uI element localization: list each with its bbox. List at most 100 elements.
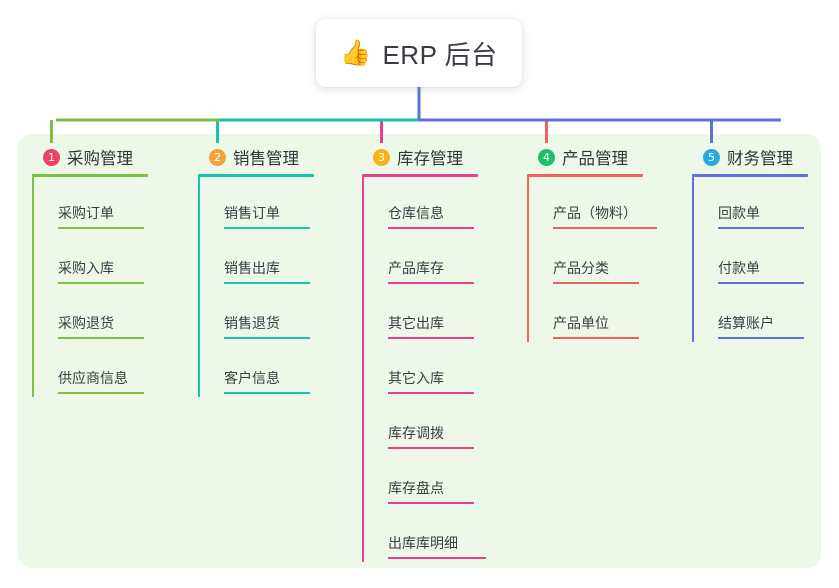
column-header-4[interactable]: 4 产品管理	[527, 145, 643, 169]
list-item-label: 产品单位	[553, 315, 609, 331]
list-item-underline	[58, 282, 144, 284]
list-item-underline	[58, 337, 144, 339]
list-item-underline	[718, 282, 804, 284]
list-item-label: 付款单	[718, 260, 760, 276]
content-panel	[18, 134, 821, 568]
list-item-underline	[224, 282, 310, 284]
column-5: 5 财务管理回款单付款单结算账户	[692, 145, 808, 342]
list-item-label: 结算账户	[718, 315, 774, 331]
list-item[interactable]: 产品单位	[527, 287, 643, 342]
list-item-label: 产品（物料）	[553, 205, 637, 221]
list-item-label: 其它入库	[388, 370, 444, 386]
column-number-badge: 4	[538, 148, 555, 166]
list-item[interactable]: 采购入库	[32, 232, 148, 287]
thumbs-up-icon: 👍	[340, 38, 372, 67]
root-node-card[interactable]: 👍 ERP 后台	[316, 19, 522, 87]
list-item-label: 库存调拨	[388, 425, 444, 441]
column-title: 销售管理	[233, 150, 299, 168]
list-item[interactable]: 仓库信息	[362, 177, 478, 232]
list-item[interactable]: 销售出库	[198, 232, 314, 287]
list-item[interactable]: 销售订单	[198, 177, 314, 232]
column-2: 2 销售管理销售订单销售出库销售退货客户信息	[198, 145, 314, 397]
list-item[interactable]: 结算账户	[692, 287, 808, 342]
list-item-underline	[224, 337, 310, 339]
list-item-label: 客户信息	[224, 370, 280, 386]
column-number-badge: 1	[43, 148, 60, 166]
column-spine	[527, 177, 529, 342]
column-items: 仓库信息产品库存其它出库其它入库库存调拨库存盘点出库库明细	[362, 177, 486, 562]
column-header-1[interactable]: 1 采购管理	[32, 145, 148, 169]
list-item[interactable]: 库存调拨	[362, 397, 478, 452]
list-item[interactable]: 客户信息	[198, 342, 314, 397]
list-item[interactable]: 出库库明细	[362, 507, 486, 562]
list-item[interactable]: 销售退货	[198, 287, 314, 342]
column-spine	[198, 177, 200, 397]
column-items: 采购订单采购入库采购退货供应商信息	[32, 177, 148, 397]
list-item-underline	[553, 337, 639, 339]
list-item-underline	[388, 282, 474, 284]
list-item-label: 出库库明细	[388, 535, 458, 551]
column-rule	[527, 174, 643, 177]
list-item-label: 采购退货	[58, 315, 114, 331]
list-item-underline	[58, 392, 144, 394]
column-spine	[32, 177, 34, 397]
list-item[interactable]: 回款单	[692, 177, 808, 232]
column-4: 4 产品管理产品（物料） 产品分类产品单位	[527, 145, 657, 342]
list-item-label: 产品库存	[388, 260, 444, 276]
column-title: 产品管理	[562, 150, 628, 168]
list-item[interactable]: 其它出库	[362, 287, 478, 342]
list-item-label: 回款单	[718, 205, 760, 221]
list-item-underline	[553, 227, 657, 229]
column-spine	[362, 177, 364, 562]
column-rule	[198, 174, 314, 177]
list-item-underline	[388, 502, 474, 504]
column-title: 库存管理	[397, 150, 463, 168]
list-item-underline	[388, 227, 474, 229]
list-item-label: 采购入库	[58, 260, 114, 276]
list-item-label: 销售出库	[224, 260, 280, 276]
list-item[interactable]: 供应商信息	[32, 342, 148, 397]
list-item-label: 库存盘点	[388, 480, 444, 496]
list-item[interactable]: 产品分类	[527, 232, 643, 287]
column-3: 3 库存管理仓库信息产品库存其它出库其它入库库存调拨库存盘点出库库明细	[362, 145, 486, 562]
list-item[interactable]: 其它入库	[362, 342, 478, 397]
list-item[interactable]: 库存盘点	[362, 452, 478, 507]
list-item-underline	[388, 392, 474, 394]
list-item-underline	[718, 337, 804, 339]
column-items: 回款单付款单结算账户	[692, 177, 808, 342]
list-item[interactable]: 付款单	[692, 232, 808, 287]
column-number-badge: 2	[209, 148, 226, 166]
list-item[interactable]: 采购退货	[32, 287, 148, 342]
column-rule	[32, 174, 148, 177]
column-number-badge: 3	[373, 148, 390, 166]
list-item[interactable]: 产品（物料）	[527, 177, 657, 232]
column-number-badge: 5	[703, 148, 720, 166]
column-items: 销售订单销售出库销售退货客户信息	[198, 177, 314, 397]
column-header-5[interactable]: 5 财务管理	[692, 145, 808, 169]
list-item[interactable]: 采购订单	[32, 177, 148, 232]
column-header-3[interactable]: 3 库存管理	[362, 145, 478, 169]
column-title: 财务管理	[727, 150, 793, 168]
column-rule	[362, 174, 478, 177]
list-item-underline	[224, 227, 310, 229]
list-item-label: 产品分类	[553, 260, 609, 276]
list-item-underline	[553, 282, 639, 284]
list-item-underline	[224, 392, 310, 394]
list-item-label: 供应商信息	[58, 370, 128, 386]
list-item-label: 销售退货	[224, 315, 280, 331]
list-item-underline	[388, 557, 486, 559]
list-item-underline	[718, 227, 804, 229]
list-item[interactable]: 产品库存	[362, 232, 478, 287]
column-header-2[interactable]: 2 销售管理	[198, 145, 314, 169]
column-rule	[692, 174, 808, 177]
list-item-label: 销售订单	[224, 205, 280, 221]
column-items: 产品（物料） 产品分类产品单位	[527, 177, 657, 342]
list-item-label: 采购订单	[58, 205, 114, 221]
column-title: 采购管理	[67, 150, 133, 168]
list-item-underline	[388, 337, 474, 339]
list-item-underline	[388, 447, 474, 449]
column-spine	[692, 177, 694, 342]
list-item-label: 仓库信息	[388, 205, 444, 221]
list-item-label: 其它出库	[388, 315, 444, 331]
